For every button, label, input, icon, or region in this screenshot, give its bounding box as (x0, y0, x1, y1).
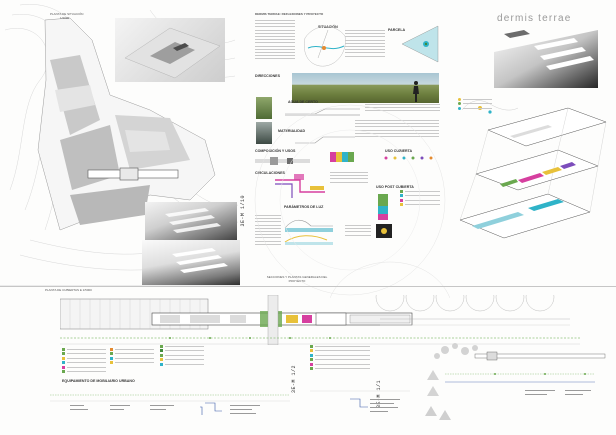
intro-text-block (255, 20, 295, 64)
arc-guides (254, 104, 446, 296)
agua-label: AGUA DE CERTO (288, 100, 318, 104)
composicion-label: COMPOSICIÓN Y USOS (255, 149, 296, 153)
parametros-text (255, 215, 281, 247)
model-photo-mid (145, 202, 237, 242)
agua-profile (285, 108, 360, 116)
usos-cubierta-swatches (384, 156, 433, 160)
materiales-text (355, 120, 439, 139)
water-photo (256, 122, 272, 144)
bottom-detail-right (310, 390, 410, 412)
street-section (60, 337, 580, 345)
site-plan-scale: 1/2000 (60, 16, 70, 20)
parametros-label: PARÁMETROS DE LUZ (284, 205, 324, 209)
bottom-legend-col-1 (62, 348, 106, 374)
vegetation-photo (256, 97, 272, 119)
vertical-scale-a: 3E-M 1/10 (240, 195, 246, 227)
model-photo-bottom (142, 240, 240, 285)
model-photo-top (115, 18, 225, 82)
situacion-label: SITUACIÓN (318, 25, 338, 29)
usos-post-diagram (376, 194, 392, 238)
parametros-text-right (345, 225, 371, 238)
person-silhouette-icon (413, 81, 419, 102)
materiales-profile (295, 136, 355, 144)
usos-post-legend (400, 190, 440, 208)
circulaciones-label: CIRCULACIONES (255, 171, 285, 175)
usos-post-label: USO POST CUBIERTA (376, 185, 414, 189)
intro-heading: DERMIS TERRAE: REFLEXIONES Y PROYECTO (255, 12, 324, 16)
center-arc (330, 261, 450, 299)
bottom-legend-col-4 (310, 345, 370, 371)
parcela-text (345, 30, 385, 59)
direcciones-label: DIRECCIONES (255, 74, 280, 78)
materiales-label: MATERIALIDAD (278, 129, 306, 133)
right-legend (458, 98, 492, 111)
bottom-detail-left (50, 394, 290, 415)
ground-plan-label: PLANTA DE CUBIERTAS E 1/5000 (45, 288, 92, 292)
bottom-legend-col-2 (110, 348, 154, 366)
circulaciones-diagram (275, 174, 325, 198)
ground-plan (60, 295, 570, 345)
situation-map (304, 26, 346, 67)
axonometric-explode (459, 107, 607, 239)
ground-plan-note: SECCIONES Y PLANTAS GENERALES DEL PROYEC… (266, 275, 328, 283)
parcela-label: PARCELA (388, 28, 406, 32)
usos-color-bar (330, 152, 354, 162)
site-plan (0, 4, 240, 287)
agua-text (365, 104, 440, 114)
site-plan-label: PLANTA DE SITUACIÓN (50, 12, 84, 16)
composicion-diagram (255, 157, 310, 165)
leyenda-label: EQUIPAMIENTO DE MOBILIARIO URBANO (62, 379, 135, 383)
trees-section (425, 343, 606, 420)
parametros-diagram (284, 219, 333, 245)
hero-render (494, 30, 598, 88)
divider-line (0, 286, 616, 287)
circulaciones-text (330, 172, 368, 185)
parcela-diagram (401, 25, 439, 63)
bottom-legend-col-3 (160, 345, 204, 367)
usos-cubierta-label: USO CUBIERTA (385, 149, 413, 153)
poster-title: dermis terrae (497, 13, 572, 24)
